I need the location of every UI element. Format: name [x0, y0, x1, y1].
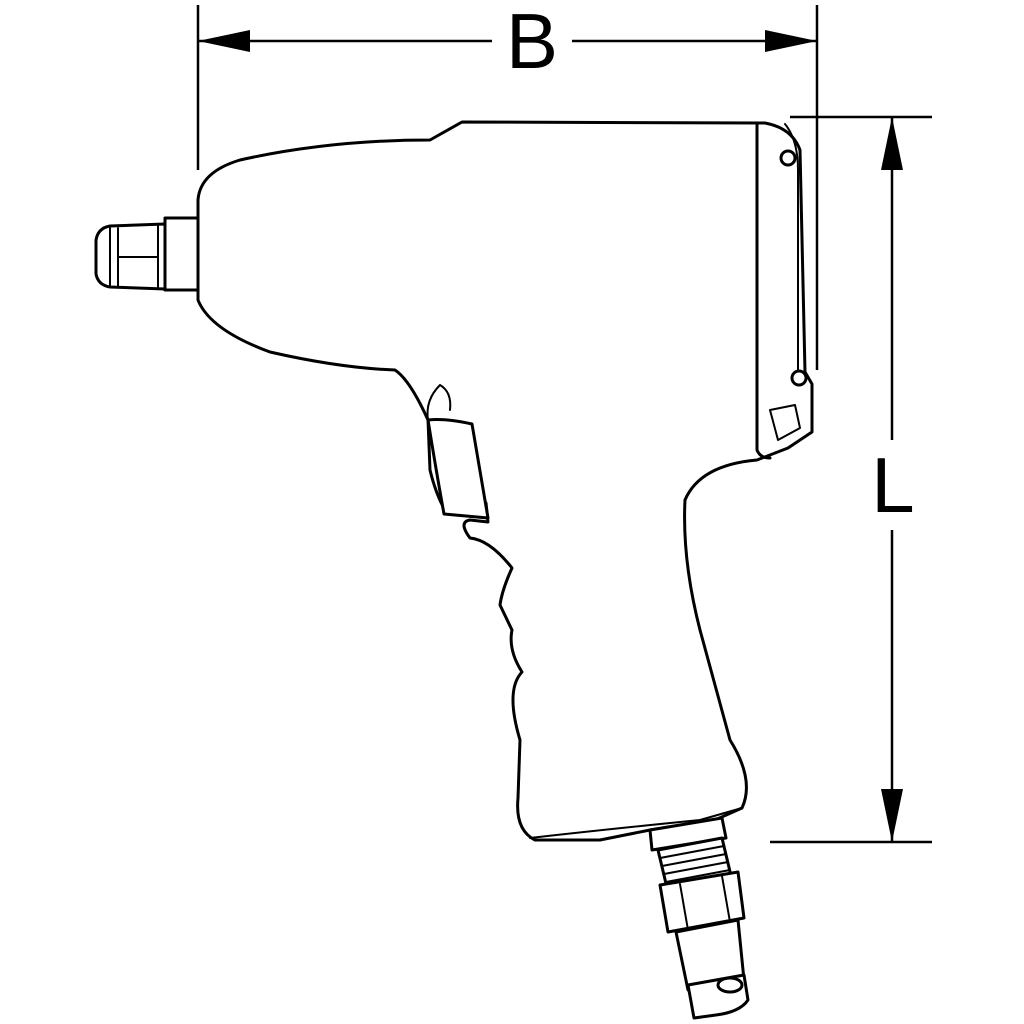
dimension-l: L — [770, 115, 932, 844]
rear-screw-bottom — [790, 369, 808, 387]
rear-cover — [755, 122, 772, 460]
anvil — [94, 216, 200, 292]
air-inlet-fitting — [648, 816, 750, 1020]
housing-outline — [196, 120, 814, 842]
rear-screw-top — [779, 149, 797, 167]
dimension-b: B — [196, 0, 819, 370]
dimension-b-arrow-right — [765, 30, 817, 52]
trigger — [426, 418, 490, 520]
dimension-l-arrow-top — [881, 117, 903, 170]
dimension-l-label: L — [871, 441, 914, 529]
wrench-body — [94, 120, 814, 842]
dimension-b-label: B — [506, 0, 558, 85]
dimension-b-arrow-left — [198, 30, 250, 52]
dimension-l-arrow-bottom — [881, 789, 903, 842]
